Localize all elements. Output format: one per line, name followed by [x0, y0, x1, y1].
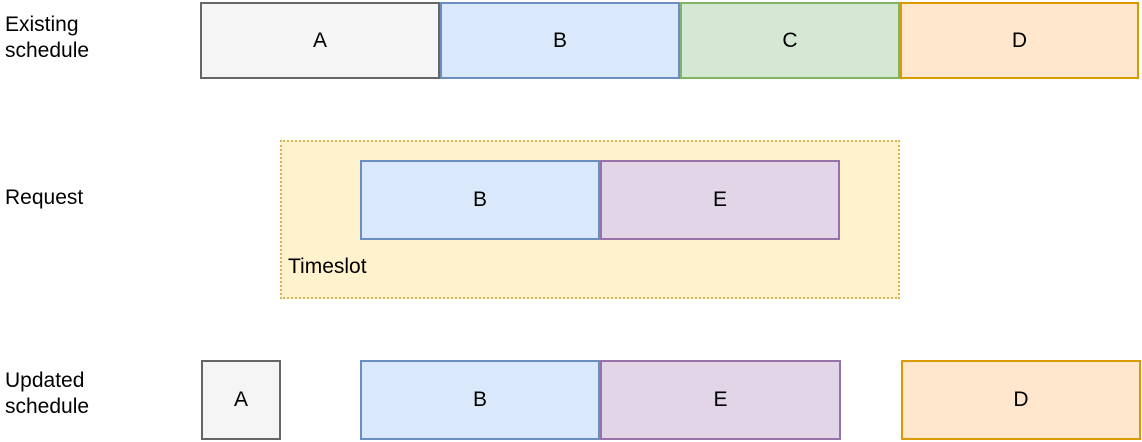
updated-schedule-label: Updated schedule	[5, 369, 90, 418]
request-label: Request	[5, 186, 84, 209]
updated-block-e: E	[600, 360, 841, 440]
existing-block-d: D	[900, 2, 1139, 79]
existing-schedule-label: Existing schedule	[5, 13, 90, 62]
existing-block-c: C	[680, 2, 900, 79]
existing-block-b: B	[440, 2, 680, 79]
updated-block-d: D	[901, 360, 1141, 440]
existing-block-a: A	[200, 2, 440, 79]
request-block-e: E	[600, 160, 840, 240]
timeslot-label: Timeslot	[288, 255, 367, 278]
request-block-b: B	[360, 160, 600, 240]
updated-block-a: A	[201, 360, 281, 440]
updated-block-b: B	[360, 360, 600, 440]
